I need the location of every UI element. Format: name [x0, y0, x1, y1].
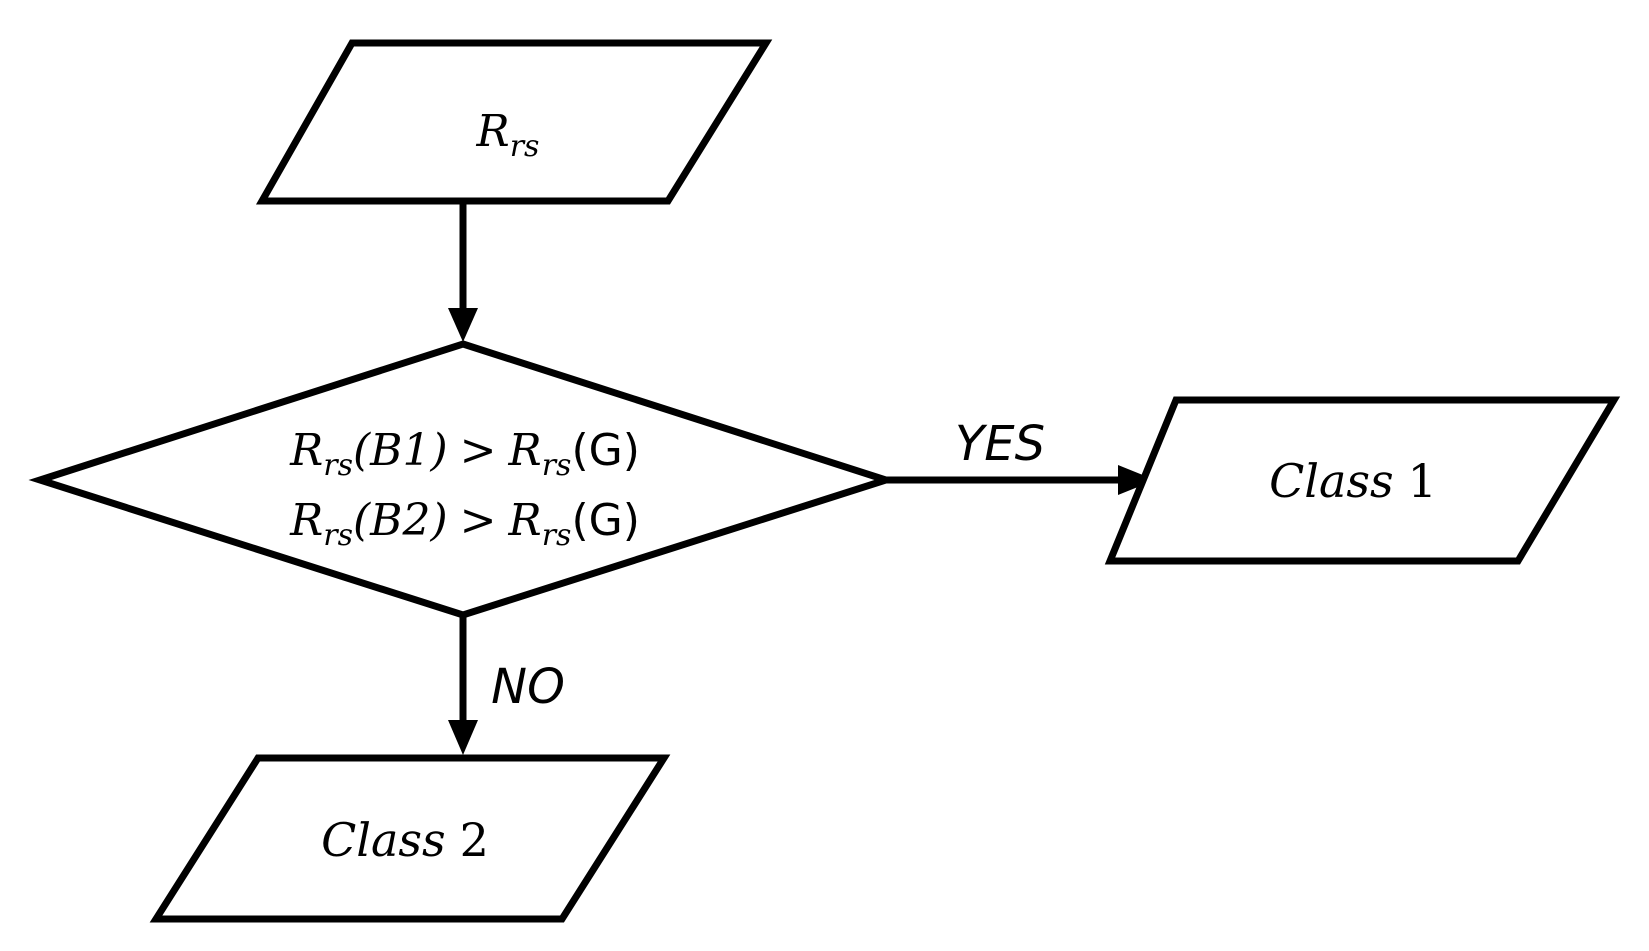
- arrow-yes-to-class1: [886, 465, 1155, 495]
- no-label: NO: [491, 659, 565, 715]
- input-label: Rrs: [476, 106, 540, 164]
- input-node: Rrs: [255, 39, 773, 205]
- arrow-no-to-class2: [448, 615, 478, 755]
- arrow-input-to-decision: [448, 204, 478, 342]
- decision-condition-2: Rrs(B2)>Rrs(G): [289, 495, 640, 553]
- yes-label: YES: [955, 416, 1045, 472]
- decision-node: Rrs(B1)>Rrs(G) Rrs(B2)>Rrs(G): [28, 340, 898, 619]
- decision-condition-1: Rrs(B1)>Rrs(G): [289, 425, 640, 483]
